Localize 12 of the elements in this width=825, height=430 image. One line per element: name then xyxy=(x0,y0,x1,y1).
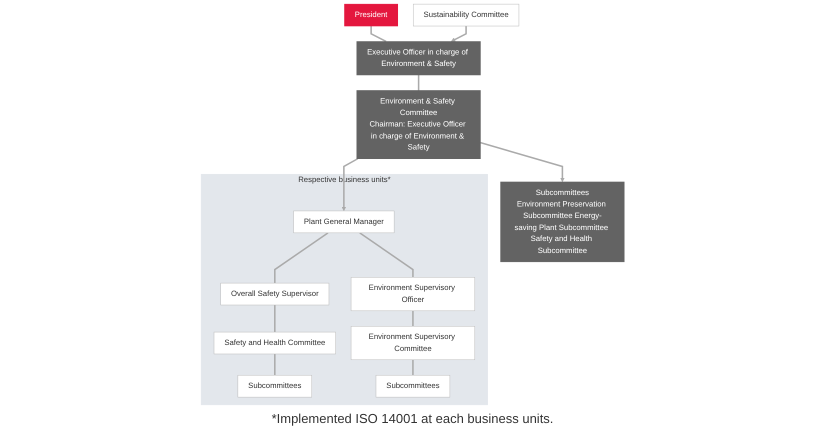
connector xyxy=(359,232,414,278)
connector xyxy=(412,360,414,376)
arrow xyxy=(450,26,467,42)
arrow xyxy=(341,158,358,212)
connector xyxy=(274,232,328,284)
connector xyxy=(370,26,386,42)
footnote: *Implemented ISO 14001 at each business units. xyxy=(272,411,554,426)
connector xyxy=(274,354,276,376)
connector xyxy=(274,305,276,332)
connector xyxy=(418,75,420,90)
connector xyxy=(412,310,414,326)
arrow xyxy=(480,142,564,182)
